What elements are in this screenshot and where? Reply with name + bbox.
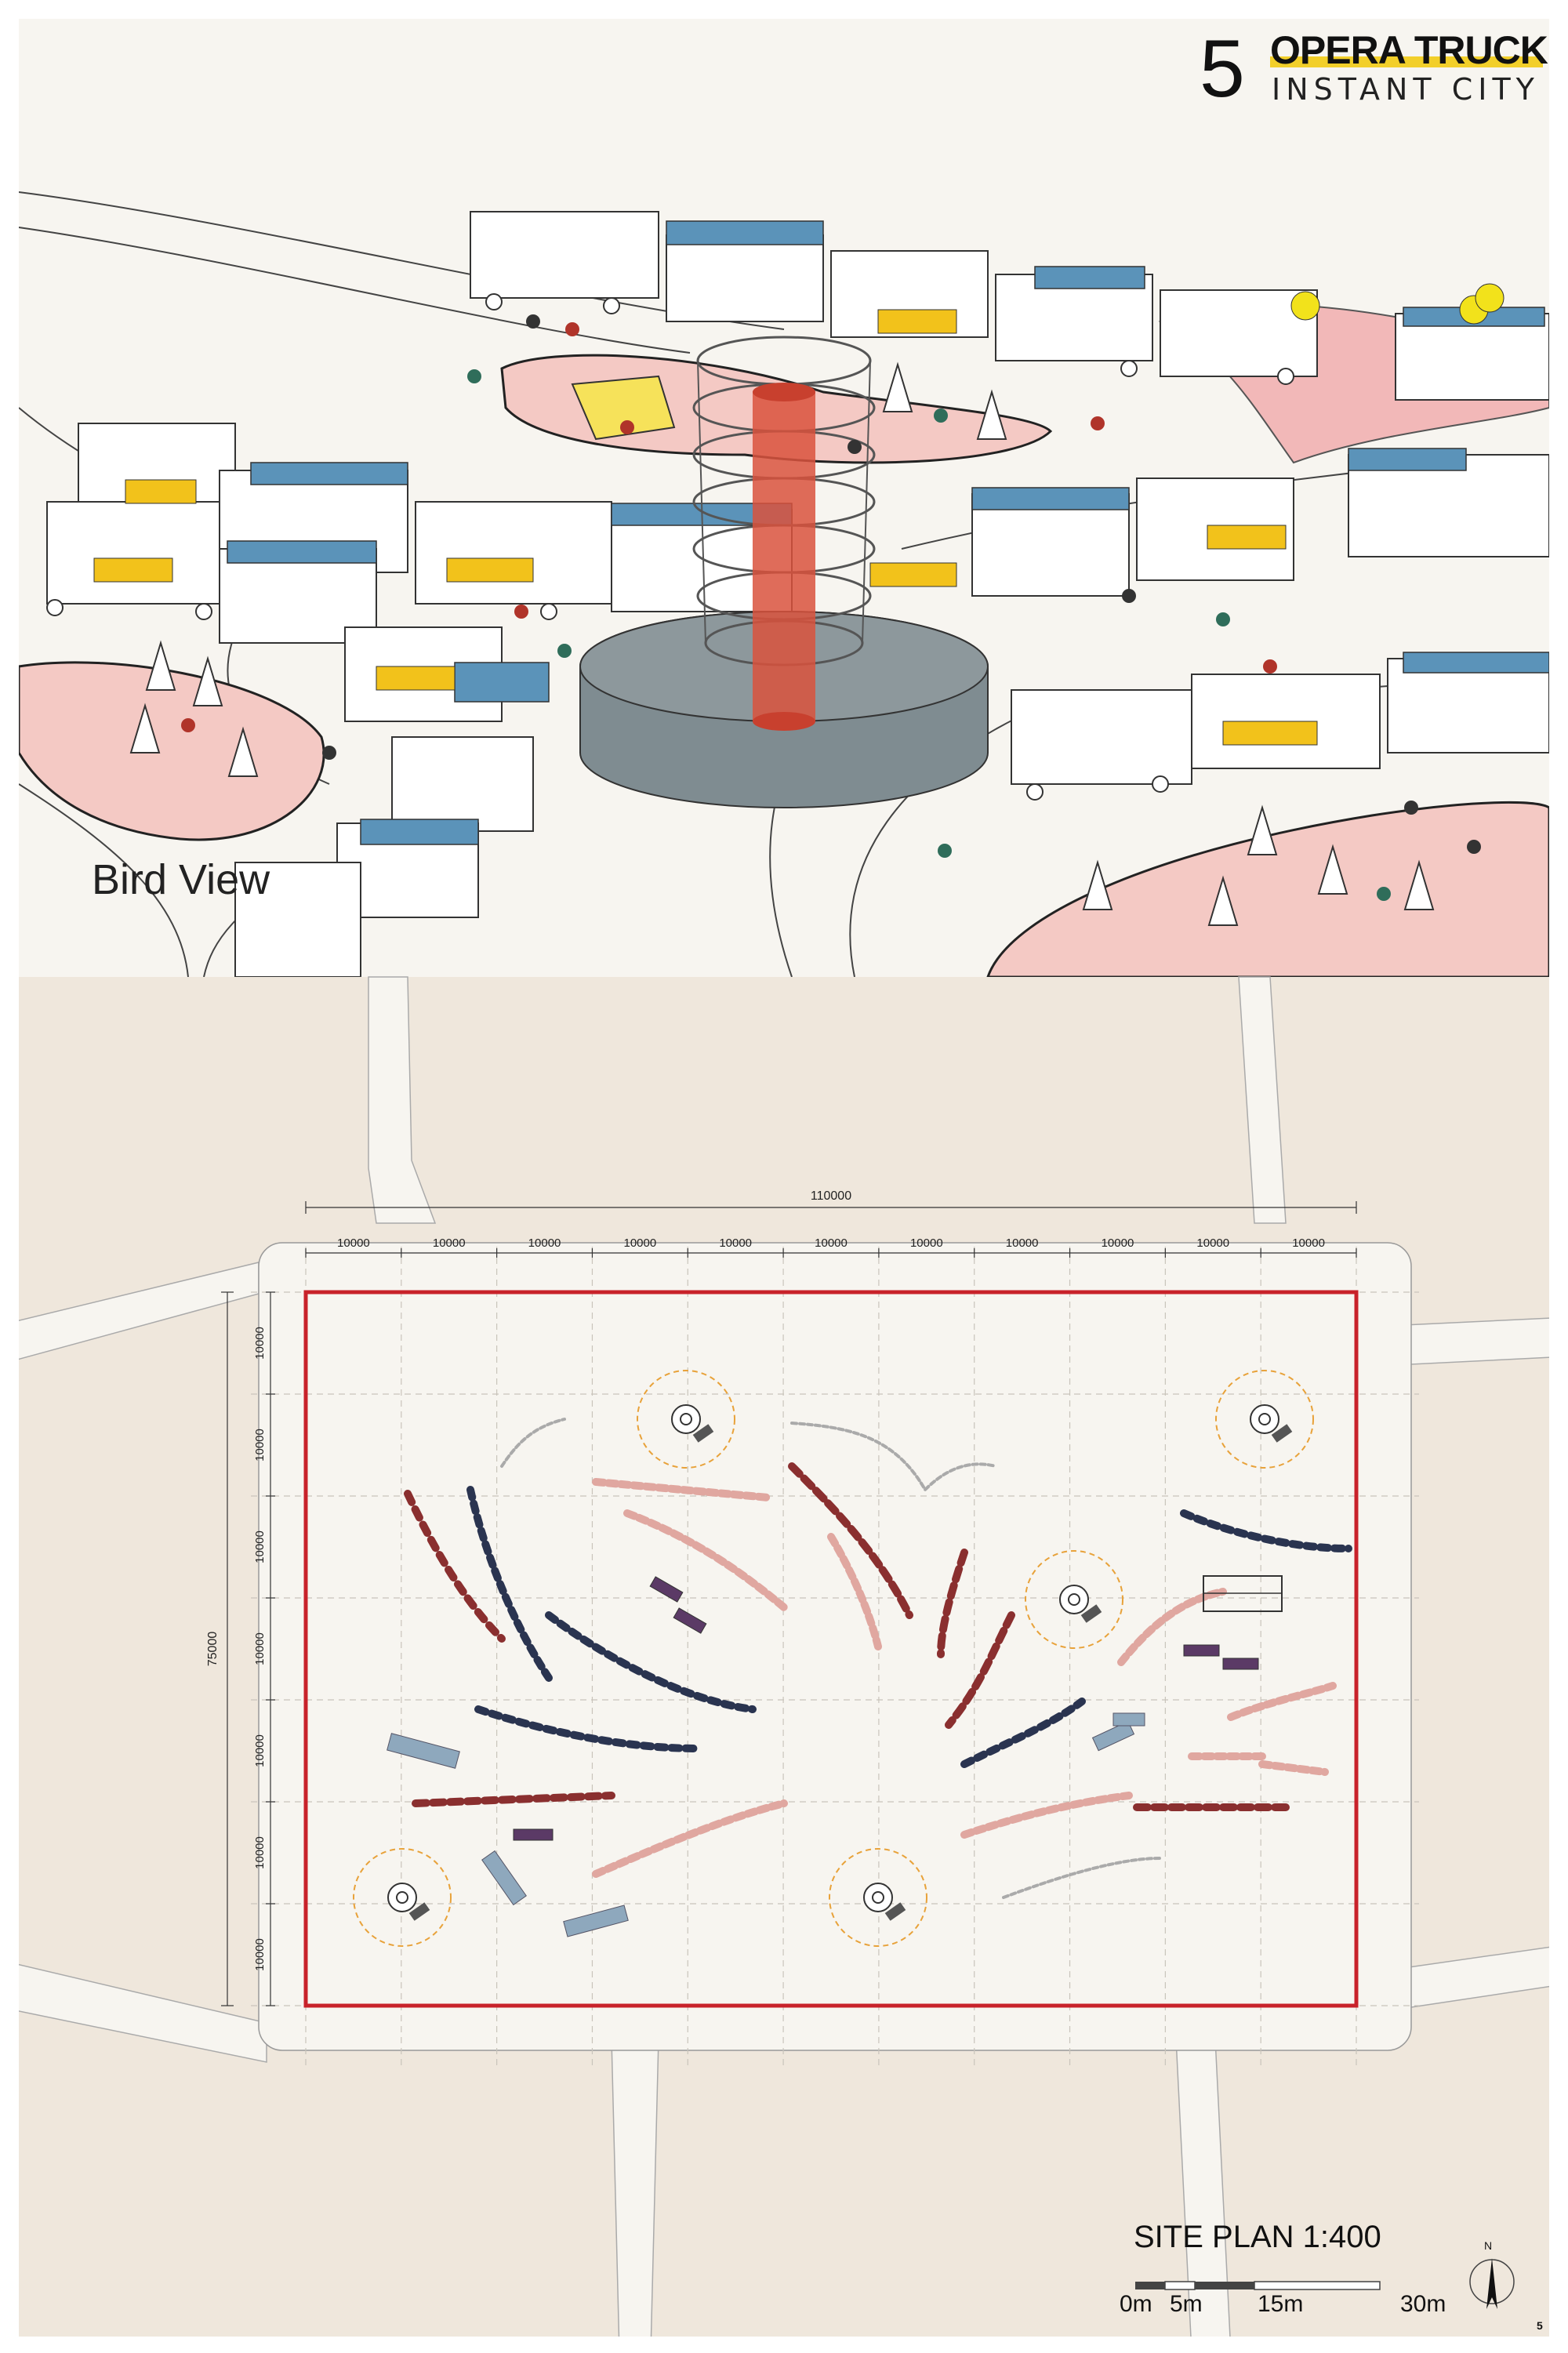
overall-depth-label: 75000 xyxy=(206,1632,220,1667)
column-dimension-label: 10000 xyxy=(624,1236,657,1250)
north-arrow-icon xyxy=(1469,2258,1515,2309)
title-highlight-bar xyxy=(1270,56,1543,67)
column-dimension-label: 10000 xyxy=(910,1236,943,1250)
opera-pod-icon xyxy=(353,1848,452,1947)
site-plan-drawing xyxy=(0,976,1568,2353)
row-dimension-label: 10000 xyxy=(253,1734,267,1767)
row-dimension-label: 10000 xyxy=(253,1327,267,1360)
column-dimension-label: 10000 xyxy=(815,1236,848,1250)
column-dimension-label: 10000 xyxy=(719,1236,752,1250)
site-plan-title: SITE PLAN 1:400 xyxy=(1134,2220,1381,2254)
column-dimension-label: 10000 xyxy=(433,1236,466,1250)
scale-label-0: 0m xyxy=(1120,2291,1152,2317)
row-dimension-label: 10000 xyxy=(253,1429,267,1462)
sheet-number: 5 xyxy=(1200,24,1245,114)
row-dimension-label: 10000 xyxy=(253,1938,267,1971)
opera-pod-icon xyxy=(637,1370,735,1469)
overall-width-label: 110000 xyxy=(811,1189,851,1203)
bird-view-label: Bird View xyxy=(92,856,270,903)
bird-view-illustration xyxy=(17,19,1551,979)
opera-pod-icon xyxy=(829,1848,927,1947)
column-dimension-label: 10000 xyxy=(337,1236,370,1250)
opera-pod-icon xyxy=(1215,1370,1314,1469)
column-dimension-label: 10000 xyxy=(1196,1236,1229,1250)
north-label: N xyxy=(1484,2239,1493,2252)
scale-label-30: 30m xyxy=(1400,2291,1446,2317)
page-number: 5 xyxy=(1537,2319,1543,2332)
column-dimension-label: 10000 xyxy=(1006,1236,1039,1250)
project-subtitle: INSTANT CITY xyxy=(1272,72,1540,107)
scale-label-15: 15m xyxy=(1258,2291,1304,2317)
column-dimension-label: 10000 xyxy=(1292,1236,1325,1250)
row-dimension-label: 10000 xyxy=(253,1632,267,1665)
row-dimension-label: 10000 xyxy=(253,1531,267,1563)
project-title: OPERA TRUCK xyxy=(1270,28,1548,72)
scale-label-5: 5m xyxy=(1170,2291,1203,2317)
row-dimension-label: 10000 xyxy=(253,1836,267,1869)
column-dimension-label: 10000 xyxy=(528,1236,561,1250)
column-dimension-label: 10000 xyxy=(1102,1236,1134,1250)
opera-pod-icon xyxy=(1025,1550,1123,1649)
